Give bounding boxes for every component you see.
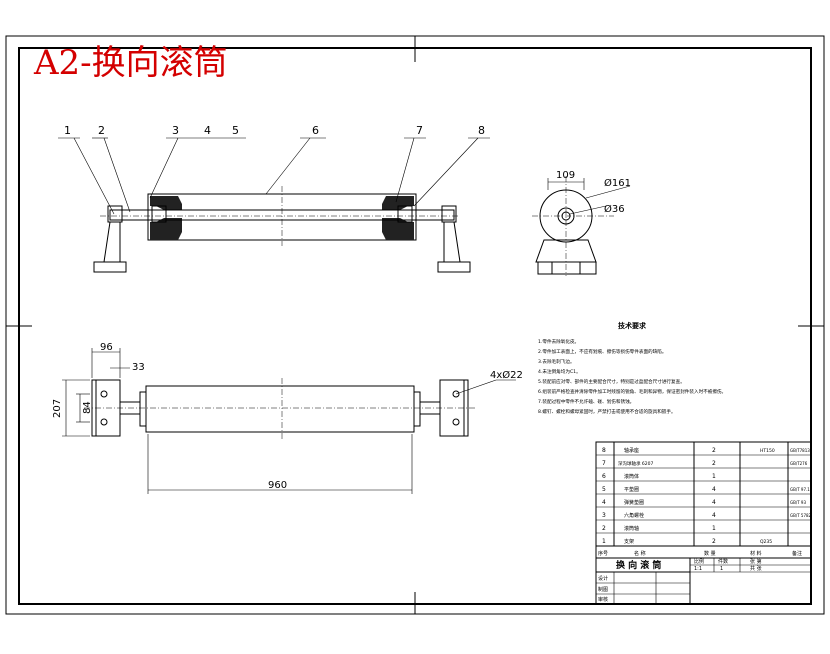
roller-circle [539,189,593,243]
roller-top [145,385,415,433]
title-block: 序号 名 称 数 量 材 料 备注 换 向 滚 筒 比例 件数 张 第 1:1 … [595,545,812,605]
scale-label: 比例 [694,558,704,565]
sheet-border [5,35,825,615]
dim-33: 33 [132,362,145,373]
tech-item-3: 3.去除毛刺飞边。 [538,358,575,365]
hdr-name: 名 称 [634,550,646,557]
bom-name-7: 深沟球轴承 6207 [618,460,654,467]
tech-item-6: 6.组装前严格检查并清除零件加工时残留的锐角、毛刺和异物，保证密封件装入时不被擦… [538,388,726,395]
front-view: 1 2 3 4 5 6 7 8 [58,124,490,273]
bom-qty-5: 4 [712,486,716,493]
bom-qty-7: 2 [712,460,716,467]
bom-no-5: 5 [602,486,606,493]
bom-name-6: 滚筒体 [624,473,639,480]
bom-qty-8: 2 [712,447,716,454]
balloon-3: 3 [172,124,179,137]
balloon-1: 1 [64,124,71,137]
bom-name-3: 六角螺栓 [624,512,644,519]
tech-item-8: 8.螺钉、螺栓和螺母紧固时，严禁打击或使用不合适的旋具和扳手。 [538,408,676,415]
tech-item-5: 5.装配前应对零、部件的主要配合尺寸，特别是过盈配合尺寸进行复查。 [538,378,685,385]
hdr-no: 序号 [598,550,608,557]
bom-no-6: 6 [602,473,606,480]
bom-table: 8 轴承座 2 HT150 GB/T7813 7 深沟球轴承 6207 2 GB… [595,441,812,547]
bom-qty-6: 1 [712,473,716,480]
dim-d161: Ø161 [604,177,631,189]
bom-name-2: 滚筒轴 [624,525,639,532]
tech-heading: 技术要求 [618,321,647,330]
tech-item-7: 7.装配过程中零件不允许磕、碰、划伤和锈蚀。 [538,398,634,405]
hdr-note: 备注 [792,550,802,557]
bom-no-4: 4 [602,499,606,506]
dim-960: 960 [268,480,287,491]
balloon-5: 5 [232,124,239,137]
qty-label: 件数 [718,558,728,565]
bom-note-8: GB/T7813 [790,448,810,453]
dim-96: 96 [100,342,113,353]
bom-qty-2: 1 [712,525,716,532]
dim-84: 84 [82,401,93,414]
balloon-6: 6 [312,124,319,137]
bom-qty-1: 2 [712,538,716,545]
bom-mat-1: Q235 [760,539,772,545]
bom-name-4: 弹簧垫圈 [624,499,644,506]
hdr-material: 材 料 [750,550,762,557]
row-check: 审核 [598,596,608,603]
bom-note-3: GB/T 5782 [790,513,812,518]
scale-value: 1:1 [694,566,702,572]
dim-d36: Ø36 [604,203,625,215]
tech-item-2: 2.零件加工表面上，不应有划痕、擦伤等损伤零件表面的缺陷。 [538,348,666,355]
bom-no-7: 7 [602,460,606,467]
bom-note-4: GB/T 93 [790,500,806,505]
balloon-2: 2 [98,124,105,137]
top-view: 96 33 207 84 960 4xØ22 [52,342,523,494]
bom-qty-4: 4 [712,499,716,506]
hdr-qty: 数 量 [704,550,716,557]
bom-name-5: 平垫圈 [624,486,639,493]
left-block [91,379,121,437]
dim-109: 109 [556,170,575,181]
side-view: 109 Ø161 Ø36 [532,170,631,276]
sheet-label: 张 第 [750,558,762,565]
tech-item-4: 4.未注倒角均为C1。 [538,368,581,375]
bom-no-8: 8 [602,447,606,454]
drawing-name: 换 向 滚 筒 [616,559,661,571]
drawing-title: A2-换向滚筒 [33,43,228,83]
bom-mat-8: HT150 [760,448,775,454]
tech-requirements: 技术要求 1.零件去除氧化皮。 2.零件加工表面上，不应有划痕、擦伤等损伤零件表… [538,321,726,415]
drawing-frame [18,47,812,605]
sheet-value: 共 张 [750,565,762,572]
row-design: 设计 [598,575,608,582]
bom-name-1: 支架 [624,538,634,545]
dim-holes: 4xØ22 [490,369,523,381]
shaft [109,209,455,221]
bom-no-2: 2 [602,525,606,532]
right-support [437,205,471,273]
balloon-8: 8 [478,124,485,137]
bom-no-3: 3 [602,512,606,519]
bom-note-5: GB/T 97.1 [790,487,810,492]
balloon-4: 4 [204,124,211,137]
balloon-7: 7 [416,124,423,137]
bom-name-8: 轴承座 [624,447,639,454]
row-draw: 制图 [598,586,608,593]
dim-207: 207 [52,399,63,418]
bom-qty-3: 4 [712,512,716,519]
bom-note-7: GB/T276 [790,461,808,466]
right-block [439,379,469,437]
bom-no-1: 1 [602,538,606,545]
qty-value: 1 [720,566,723,572]
left-support [93,205,127,273]
tech-item-1: 1.零件去除氧化皮。 [538,338,579,345]
